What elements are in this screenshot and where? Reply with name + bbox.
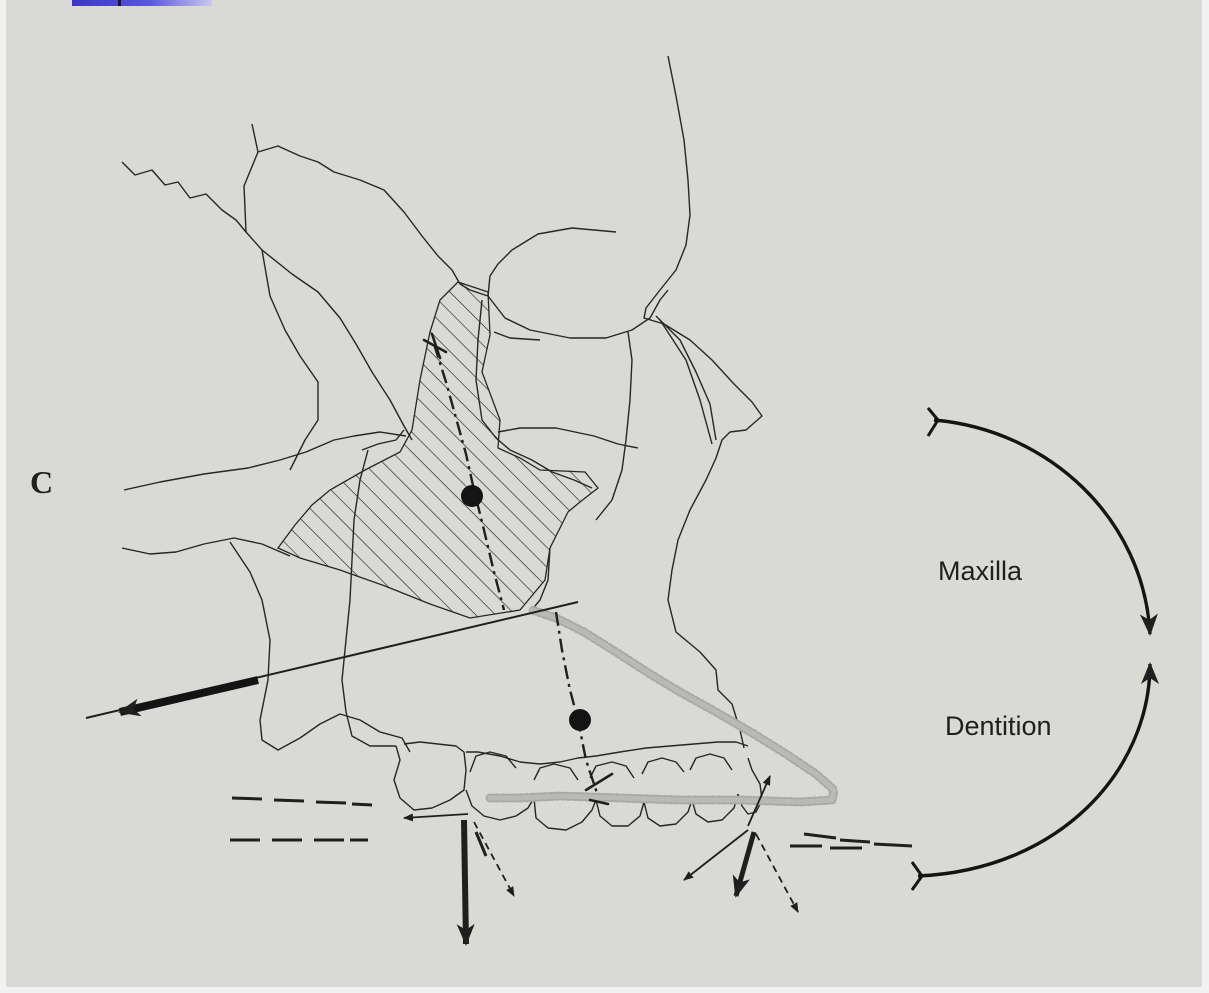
maxilla-centroid-point	[461, 485, 483, 507]
dentition-label: Dentition	[945, 711, 1052, 742]
maxilla-label: Maxilla	[938, 556, 1022, 587]
cycle-arc-upper	[934, 420, 1150, 634]
scan-border-bottom	[0, 987, 1209, 993]
hatched-growth-region	[278, 282, 598, 618]
right-reference-dashes	[790, 834, 912, 848]
maxilla-dentition-cycle	[918, 420, 1150, 876]
scan-border-left	[0, 0, 6, 993]
palatal-displacement-arrow	[120, 680, 258, 712]
scan-border-right	[1202, 0, 1209, 993]
cycle-arc-tails	[912, 408, 938, 890]
cycle-arc-lower	[918, 664, 1150, 876]
posterior-tooth-vectors	[404, 814, 514, 944]
occlusal-plane-band	[490, 610, 834, 802]
left-reference-dashes	[230, 798, 372, 840]
dentition-centroid-point	[569, 709, 591, 731]
panel-label: C	[30, 464, 53, 501]
